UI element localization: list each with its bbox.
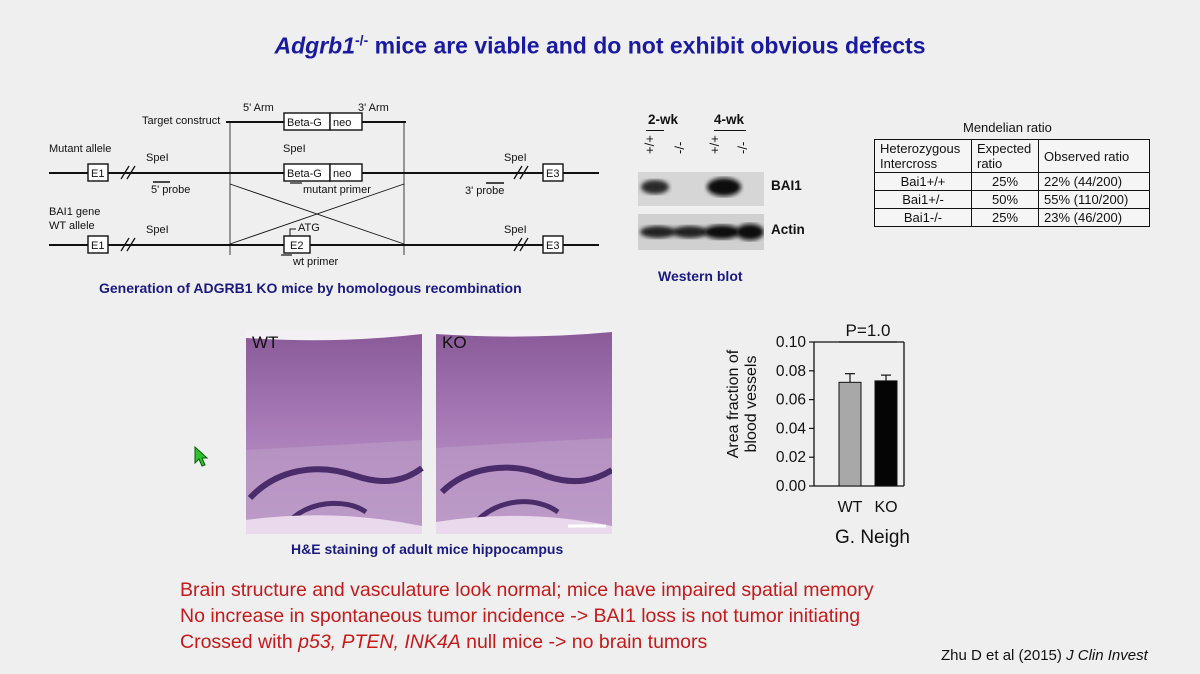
neo-label: neo: [333, 168, 351, 180]
western-underline: [714, 130, 746, 131]
beta-g-label: Beta-G: [287, 168, 322, 180]
histology-caption: H&E staining of adult mice hippocampus: [291, 541, 564, 557]
bullet-line-2: No increase in spontaneous tumor inciden…: [180, 605, 861, 627]
table-cell: 50%: [971, 190, 1039, 209]
citation: Zhu D et al (2015) J Clin Invest: [941, 647, 1148, 664]
table-row: Bai1-/- 25% 23% (46/200): [874, 208, 1150, 227]
probe3-label: 3' probe: [465, 185, 504, 197]
he-image-ko: KO: [436, 330, 612, 534]
western-underline: [646, 130, 664, 133]
western-actin-label: Actin: [771, 222, 805, 237]
exon-e3: E3: [546, 168, 559, 180]
x-axis-labels: WT KO: [838, 499, 898, 516]
bar-ko: [874, 380, 898, 487]
chart-title: P=1.0: [846, 321, 891, 340]
table-header: Expected ratio: [971, 139, 1039, 173]
genotype-label: +/+: [707, 135, 722, 154]
spei-label: SpeI: [504, 152, 527, 164]
exon-e2: E2: [290, 240, 303, 252]
y-axis-label-line2: blood vessels: [743, 356, 760, 453]
wt-primer-label: wt primer: [292, 256, 339, 268]
he-histology-images: WT KO: [246, 330, 612, 534]
exon-e1: E1: [91, 240, 104, 252]
x-tick-label: WT: [838, 499, 863, 516]
arm3-label: 3' Arm: [358, 102, 389, 114]
western-genotype-labels: +/+ -/- +/+ -/-: [642, 135, 750, 154]
neo-label: neo: [333, 117, 351, 129]
spei-label: SpeI: [146, 152, 169, 164]
y-tick-label: 0.04: [776, 420, 807, 437]
y-tick-label: 0.06: [776, 392, 806, 409]
table-row: Bai1+/- 50% 55% (110/200): [874, 190, 1150, 209]
histology-wt-label: WT: [252, 333, 278, 352]
construct-caption: Generation of ADGRB1 KO mice by homologo…: [99, 280, 522, 296]
bullet-line-1: Brain structure and vasculature look nor…: [180, 579, 874, 601]
blood-vessel-bar-chart: P=1.0 Area fraction of blood vessels 0.0…: [725, 321, 905, 516]
slide-title: Adgrb1-/- mice are viable and do not exh…: [274, 32, 926, 59]
spei-label: SpeI: [146, 224, 169, 236]
target-construct-label: Target construct: [142, 115, 220, 127]
bars: [838, 373, 898, 487]
table-cell: 25%: [971, 208, 1039, 227]
y-tick-label: 0.00: [776, 478, 807, 495]
spei-label: SpeI: [283, 143, 306, 155]
western-2wk-label: 2-wk: [648, 112, 679, 127]
he-image-wt: WT: [246, 330, 424, 534]
bullet-line-3: Crossed with p53, PTEN, INK4A null mice …: [180, 631, 708, 653]
table-cell: 25%: [971, 172, 1039, 191]
y-axis: 0.00 0.02 0.04 0.06 0.08 0.10: [776, 334, 905, 495]
table-cell: 23% (46/200): [1038, 208, 1150, 227]
mendelian-title: Mendelian ratio: [963, 120, 1052, 135]
y-axis-label-line1: Area fraction of: [725, 349, 742, 458]
table-header-row: Heterozygous Intercross Expected ratio O…: [874, 139, 1150, 173]
western-caption: Western blot: [658, 268, 743, 284]
mutant-allele-label: Mutant allele: [49, 143, 111, 155]
y-tick-label: 0.10: [776, 334, 807, 351]
table-cell: Bai1+/-: [874, 190, 972, 209]
genotype-label: -/-: [672, 142, 687, 154]
spei-label: SpeI: [504, 224, 527, 236]
bar-wt: [838, 381, 862, 487]
mutant-primer-label: mutant primer: [303, 184, 371, 196]
beta-g-label: Beta-G: [287, 117, 322, 129]
genotype-label: -/-: [735, 142, 750, 154]
y-tick-label: 0.02: [776, 449, 806, 466]
table-cell: 55% (110/200): [1038, 190, 1150, 209]
exon-e3: E3: [546, 240, 559, 252]
x-tick-label: KO: [874, 499, 897, 516]
table-cell: Bai1-/-: [874, 208, 972, 227]
mouse-cursor-icon: [194, 446, 208, 467]
genotype-label: +/+: [642, 135, 657, 154]
western-bai1-label: BAI1: [771, 178, 802, 193]
y-tick-label: 0.08: [776, 363, 806, 380]
table-header: Observed ratio: [1038, 139, 1150, 173]
exon-e1: E1: [91, 168, 104, 180]
probe5-label: 5' probe: [151, 184, 190, 196]
table-row: Bai1+/+ 25% 22% (44/200): [874, 172, 1150, 191]
chart-credit: G. Neigh: [835, 527, 910, 548]
histology-ko-label: KO: [442, 333, 467, 352]
western-4wk-label: 4-wk: [714, 112, 745, 127]
arm5-label: 5' Arm: [243, 102, 274, 114]
mendelian-table: Heterozygous Intercross Expected ratio O…: [874, 139, 1150, 227]
wt-allele-label: WT allele: [49, 220, 95, 232]
table-cell: 22% (44/200): [1038, 172, 1150, 191]
atg-label: ATG: [298, 222, 320, 234]
table-header: Heterozygous Intercross: [874, 139, 972, 173]
western-blot-image: [638, 172, 764, 250]
bai1-gene-label: BAI1 gene: [49, 206, 100, 218]
table-cell: Bai1+/+: [874, 172, 972, 191]
targeting-construct-diagram: 5' Arm 3' Arm Target construct Mutant al…: [49, 102, 599, 268]
